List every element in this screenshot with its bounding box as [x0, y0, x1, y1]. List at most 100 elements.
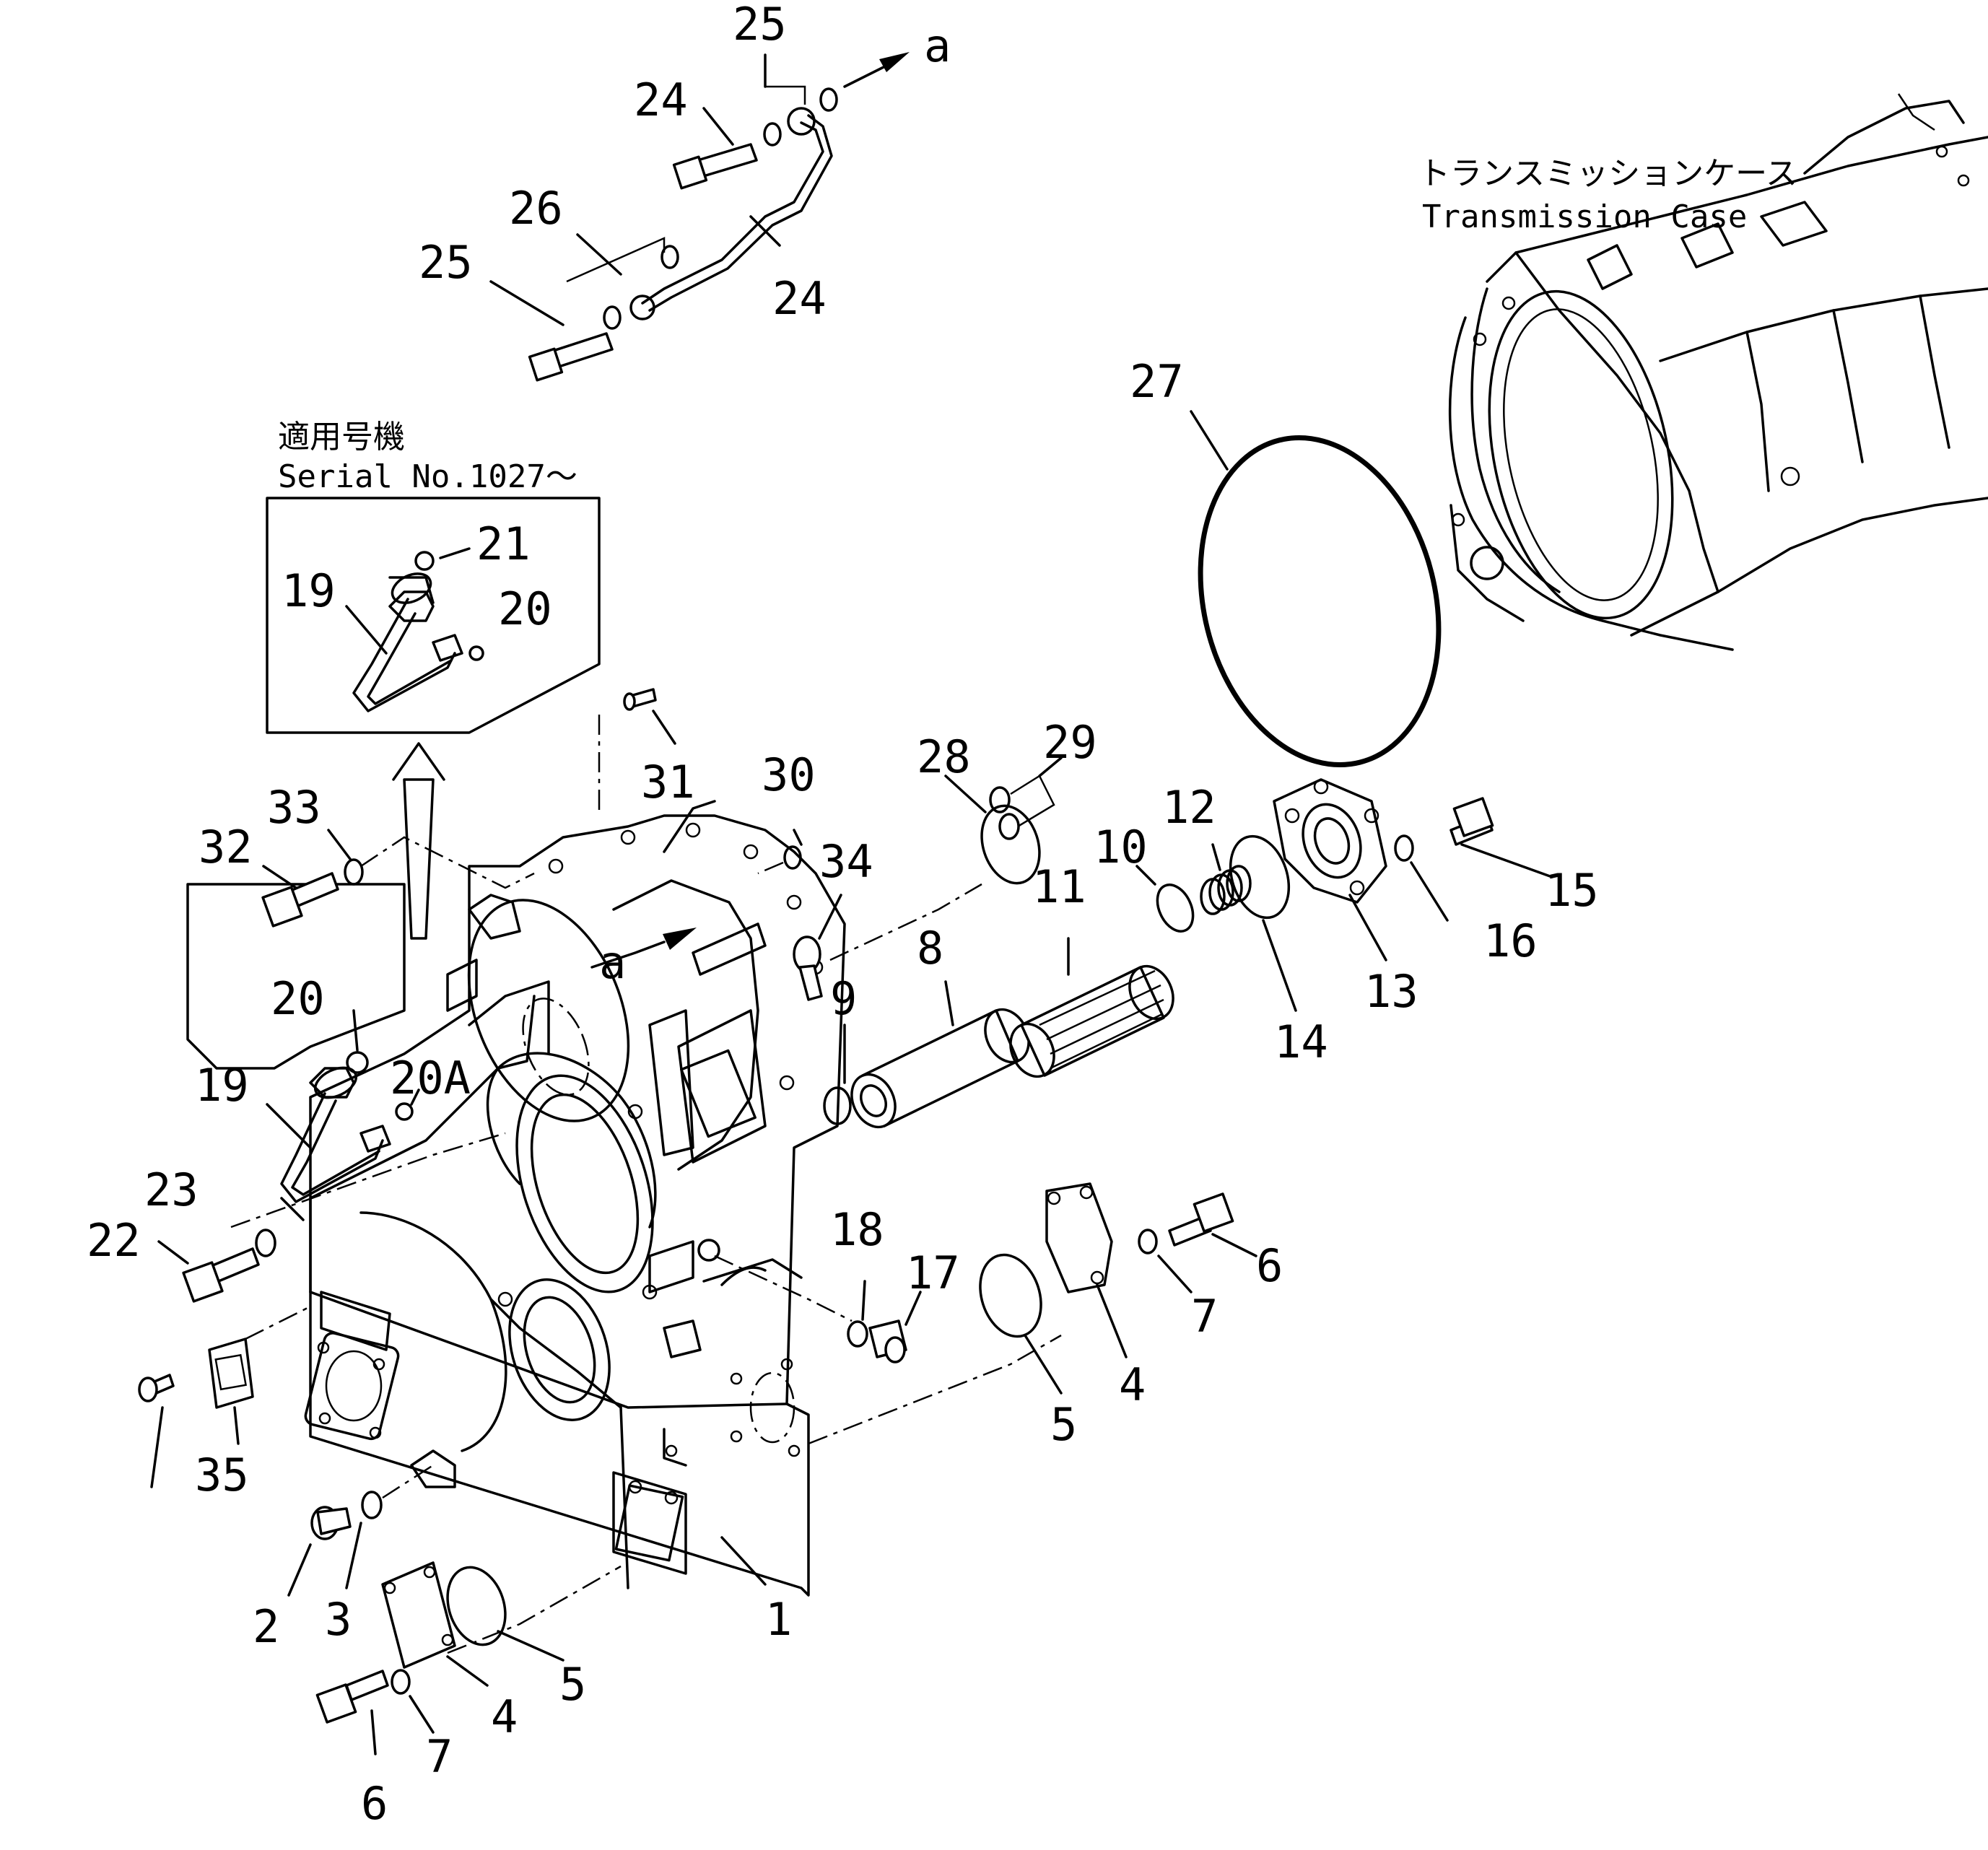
leader-7b — [409, 1695, 435, 1734]
leader-17 — [904, 1291, 922, 1326]
guide-27 — [829, 883, 982, 961]
o-ring-26 — [1198, 435, 1442, 767]
leader-12 — [1211, 843, 1221, 871]
arrow-a-body-line — [590, 941, 666, 969]
tube-23-drawing — [528, 87, 838, 382]
leader-18 — [861, 1280, 866, 1321]
leader-2 — [287, 1543, 312, 1597]
leader-4a — [1096, 1283, 1128, 1358]
part-label-13: 13 — [1364, 965, 1418, 1018]
part-label-18: 18 — [830, 1203, 884, 1256]
gear-case-1-drawing — [304, 800, 846, 1597]
transmission-case-en-label: Transmission Case — [1422, 198, 1747, 235]
guide-34 — [245, 1305, 311, 1340]
leader-27 — [944, 775, 987, 813]
guide-5a — [808, 1334, 1062, 1445]
part-label-23: 24 — [772, 272, 827, 325]
part-label-30: 31 — [641, 756, 695, 808]
part-label-5a: 5 — [1050, 1398, 1077, 1451]
leader-25b — [576, 233, 622, 276]
leader-19b — [266, 1103, 312, 1149]
leader-14 — [1262, 919, 1297, 1012]
leader-33 — [818, 894, 842, 940]
o-ring-10 — [1156, 883, 1195, 933]
leader-8 — [944, 980, 954, 1026]
washer-22 — [255, 1229, 276, 1257]
serial-inset-box — [266, 497, 601, 734]
part-label-26: 27 — [1130, 355, 1184, 408]
part-label-29: 30 — [762, 749, 816, 801]
part-label-25a: 25 — [733, 0, 787, 51]
cover-13 — [1273, 778, 1387, 904]
leader-24a — [702, 107, 734, 146]
bolt-21 — [182, 1247, 260, 1303]
cover-34 — [208, 1338, 254, 1409]
part-label-24a: 24 — [634, 74, 688, 126]
part-label-4a: 4 — [1119, 1358, 1146, 1411]
o-rings-28 — [989, 786, 1020, 840]
leader-34 — [233, 1406, 240, 1445]
bolt-6a — [1168, 1192, 1234, 1247]
leader-32 — [327, 829, 352, 860]
guide-31 — [360, 836, 535, 889]
hollow-arrow-head — [392, 742, 445, 781]
leader-16 — [1410, 861, 1449, 922]
washer-7a — [1138, 1229, 1158, 1255]
washer-7b — [391, 1669, 411, 1695]
part-label-14: 14 — [1274, 1016, 1328, 1068]
bolt-15 — [1449, 797, 1494, 846]
o-ring-14 — [1229, 834, 1291, 920]
bolt-6b — [315, 1670, 389, 1724]
part-label-10: 10 — [1094, 821, 1148, 873]
cover-4b — [381, 1561, 456, 1669]
part-label-28: 29 — [1043, 716, 1097, 769]
part-label-3: 3 — [325, 1593, 352, 1646]
part-label-16: 16 — [1483, 915, 1538, 967]
part-label-19b: 19 — [195, 1059, 249, 1112]
leader-19a — [345, 605, 388, 655]
leader-6b — [370, 1709, 377, 1755]
leader-29 — [793, 829, 803, 846]
leader-31 — [262, 865, 297, 889]
bolt-35 — [138, 1374, 175, 1402]
part-label-1: 1 — [765, 1593, 792, 1646]
part-label-20b: 20 — [271, 972, 325, 1025]
part-label-5b: 5 — [559, 1658, 586, 1711]
leader-4b — [446, 1655, 489, 1687]
ref-a-top-label: a — [924, 19, 951, 72]
arrow-a-head — [879, 52, 910, 72]
bracket-25b — [566, 237, 666, 283]
o-ring-18 — [847, 1320, 868, 1348]
part-label-20a: 20 — [498, 583, 552, 635]
part-label-9: 9 — [830, 972, 857, 1025]
leader-15 — [1460, 843, 1553, 878]
part-label-4b: 4 — [491, 1690, 518, 1743]
o-ring-3 — [361, 1491, 383, 1519]
part-label-2: 2 — [253, 1600, 279, 1653]
plug-17 — [868, 1319, 907, 1363]
leader-13 — [1348, 894, 1387, 961]
part-label-7b: 7 — [426, 1730, 453, 1783]
transmission-case-jp-label: トランスミッションケース — [1418, 155, 1797, 192]
leader-20c — [410, 1088, 420, 1106]
part-label-21: 22 — [87, 1214, 141, 1267]
guide-3 — [382, 1464, 434, 1499]
leader-3 — [345, 1522, 362, 1589]
leader-7a — [1157, 1255, 1193, 1293]
part-label-33: 34 — [819, 835, 873, 888]
leader-28 — [1038, 756, 1063, 777]
leader-1 — [720, 1536, 767, 1586]
part-number-labels: 25 24 26 25 24 27 21 19 20 31 30 28 29 3… — [87, 0, 1599, 1830]
o-ring-29 — [783, 845, 802, 870]
serial-jp-label: 適用号機 — [278, 419, 405, 455]
o-ring-5b — [446, 1566, 507, 1646]
washer-32 — [344, 858, 364, 886]
leader-24b — [489, 280, 564, 326]
part-label-15: 15 — [1545, 864, 1599, 917]
arrow-a-body-head — [663, 928, 697, 950]
elbow-33 — [793, 935, 823, 1001]
serial-en-label: Serial No.1027～ — [278, 458, 577, 495]
part-label-31: 32 — [199, 821, 253, 873]
transmission-case-drawing — [1448, 93, 1988, 651]
part-label-12: 12 — [1162, 781, 1216, 834]
